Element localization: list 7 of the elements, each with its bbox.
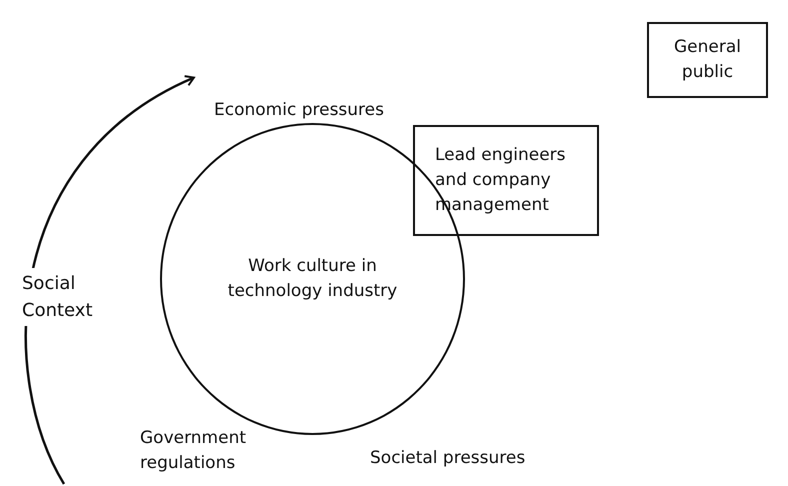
label-text: Government regulations — [140, 427, 248, 475]
text-box — [647, 22, 768, 98]
label-text: Societal pressures — [370, 447, 526, 470]
label-text: Economic pressures — [214, 99, 384, 122]
node-text: General public — [673, 36, 742, 84]
node-text: Work culture in technology industry — [226, 255, 398, 303]
text-box — [413, 125, 599, 236]
